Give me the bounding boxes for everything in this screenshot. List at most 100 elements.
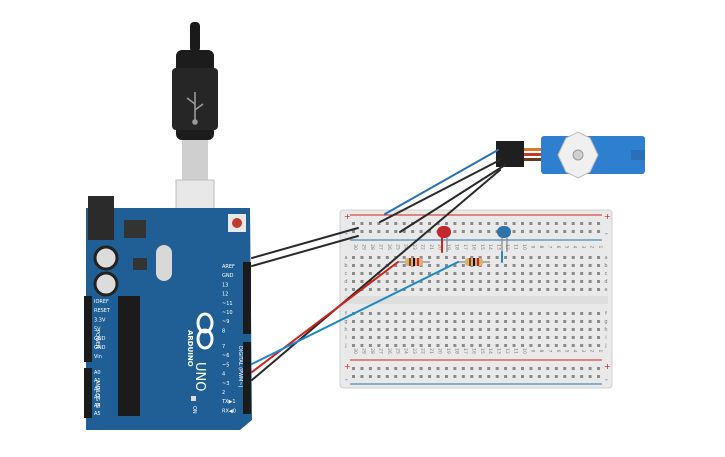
rail-hole[interactable] <box>546 367 550 370</box>
terminal-hole[interactable] <box>419 320 423 323</box>
rail-hole[interactable] <box>360 367 364 370</box>
terminal-hole[interactable] <box>478 280 482 283</box>
rail-hole[interactable] <box>394 375 398 378</box>
terminal-hole[interactable] <box>554 288 558 291</box>
rail-hole[interactable] <box>377 375 381 378</box>
terminal-hole[interactable] <box>521 256 524 259</box>
rail-hole[interactable] <box>461 230 465 233</box>
rail-hole[interactable] <box>368 222 372 225</box>
terminal-hole[interactable] <box>554 344 558 347</box>
terminal-hole[interactable] <box>368 264 372 267</box>
terminal-hole[interactable] <box>394 288 398 291</box>
terminal-hole[interactable] <box>385 320 389 323</box>
rail-hole[interactable] <box>419 375 423 378</box>
terminal-hole[interactable] <box>470 312 474 315</box>
usb-cable[interactable] <box>172 22 218 239</box>
terminal-hole[interactable] <box>546 344 550 347</box>
terminal-hole[interactable] <box>537 256 541 259</box>
terminal-hole[interactable] <box>512 328 516 331</box>
rail-hole[interactable] <box>385 230 389 233</box>
terminal-hole[interactable] <box>495 320 499 323</box>
terminal-hole[interactable] <box>377 344 381 347</box>
rail-hole[interactable] <box>580 367 584 370</box>
terminal-hole[interactable] <box>597 312 601 315</box>
terminal-hole[interactable] <box>478 312 482 315</box>
terminal-hole[interactable] <box>571 328 575 331</box>
terminal-hole[interactable] <box>563 312 567 315</box>
terminal-hole[interactable] <box>487 272 491 275</box>
terminal-hole[interactable] <box>377 320 381 323</box>
terminal-hole[interactable] <box>444 344 448 347</box>
terminal-hole[interactable] <box>495 280 499 283</box>
rail-hole[interactable] <box>512 230 516 233</box>
terminal-hole[interactable] <box>444 312 448 315</box>
terminal-hole[interactable] <box>588 320 592 323</box>
rail-hole[interactable] <box>402 367 406 370</box>
terminal-hole[interactable] <box>580 288 584 291</box>
terminal-hole[interactable] <box>504 328 508 331</box>
terminal-hole[interactable] <box>588 288 592 291</box>
terminal-hole[interactable] <box>487 320 491 323</box>
rail-hole[interactable] <box>554 222 558 225</box>
terminal-hole[interactable] <box>368 328 372 331</box>
terminal-hole[interactable] <box>512 336 516 339</box>
terminal-hole[interactable] <box>444 272 448 275</box>
terminal-hole[interactable] <box>597 256 601 259</box>
terminal-hole[interactable] <box>360 264 364 267</box>
terminal-hole[interactable] <box>571 264 575 267</box>
rail-hole[interactable] <box>461 222 465 225</box>
terminal-hole[interactable] <box>394 344 398 347</box>
terminal-hole[interactable] <box>428 320 432 323</box>
terminal-hole[interactable] <box>411 256 415 259</box>
terminal-hole[interactable] <box>402 264 406 267</box>
terminal-hole[interactable] <box>360 256 364 259</box>
rail-hole[interactable] <box>554 230 558 233</box>
terminal-hole[interactable] <box>597 280 601 283</box>
rail-hole[interactable] <box>521 367 524 370</box>
terminal-hole[interactable] <box>597 328 601 331</box>
rail-hole[interactable] <box>478 230 482 233</box>
terminal-hole[interactable] <box>453 336 457 339</box>
terminal-hole[interactable] <box>588 280 592 283</box>
rail-hole[interactable] <box>385 367 389 370</box>
terminal-hole[interactable] <box>588 272 592 275</box>
wire-servo-signal[interactable] <box>384 149 499 215</box>
terminal-hole[interactable] <box>504 312 508 315</box>
terminal-hole[interactable] <box>487 256 491 259</box>
terminal-hole[interactable] <box>470 320 474 323</box>
terminal-hole[interactable] <box>504 256 508 259</box>
terminal-hole[interactable] <box>588 264 592 267</box>
terminal-hole[interactable] <box>504 264 508 267</box>
terminal-hole[interactable] <box>411 288 415 291</box>
terminal-hole[interactable] <box>419 288 423 291</box>
terminal-hole[interactable] <box>461 272 465 275</box>
terminal-hole[interactable] <box>529 272 533 275</box>
terminal-hole[interactable] <box>461 336 465 339</box>
rail-hole[interactable] <box>360 230 364 233</box>
wire-pin3-to-servo[interactable] <box>251 169 501 381</box>
rail-hole[interactable] <box>521 222 524 225</box>
rail-hole[interactable] <box>588 230 592 233</box>
rail-hole[interactable] <box>402 375 406 378</box>
terminal-hole[interactable] <box>597 336 601 339</box>
terminal-hole[interactable] <box>554 256 558 259</box>
terminal-hole[interactable] <box>597 344 601 347</box>
rail-hole[interactable] <box>461 375 465 378</box>
terminal-hole[interactable] <box>419 328 423 331</box>
terminal-hole[interactable] <box>360 280 364 283</box>
terminal-hole[interactable] <box>360 320 364 323</box>
terminal-hole[interactable] <box>436 312 440 315</box>
terminal-hole[interactable] <box>478 272 482 275</box>
rail-hole[interactable] <box>377 367 381 370</box>
terminal-hole[interactable] <box>580 336 584 339</box>
terminal-hole[interactable] <box>411 336 415 339</box>
terminal-hole[interactable] <box>436 328 440 331</box>
terminal-hole[interactable] <box>478 344 482 347</box>
terminal-hole[interactable] <box>360 328 364 331</box>
rail-hole[interactable] <box>385 375 389 378</box>
terminal-hole[interactable] <box>444 320 448 323</box>
terminal-hole[interactable] <box>368 320 372 323</box>
rail-hole[interactable] <box>588 222 592 225</box>
rail-hole[interactable] <box>571 375 575 378</box>
terminal-hole[interactable] <box>563 272 567 275</box>
